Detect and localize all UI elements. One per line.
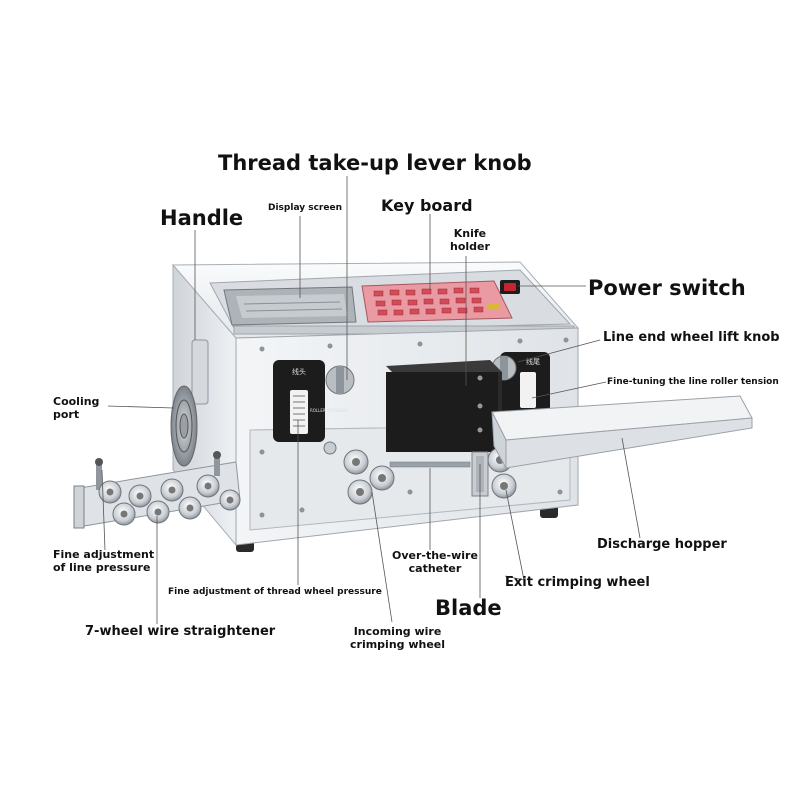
label-exit-crimping-wheel: Exit crimping wheel [505, 575, 650, 590]
label-line-end-wheel-lift-knob: Line end wheel lift knob [603, 330, 780, 345]
label-blade: Blade [435, 596, 502, 620]
wire-straightener [73, 451, 241, 529]
label-key-board: Key board [381, 196, 473, 215]
left-knob-panel: 线头 ROLLER PRESSURE [273, 360, 355, 442]
cooling-fan [170, 385, 198, 467]
right-knob-text: 线尾 [526, 357, 540, 366]
label-fine-adjust-line-pressure: Fine adjustment of line pressure [53, 548, 155, 574]
power-switch [500, 280, 520, 294]
label-incoming-crimping-wheel: Incoming wire crimping wheel [350, 625, 446, 651]
label-fine-tuning-roller-tension: Fine-tuning the line roller tension [607, 377, 779, 387]
display-screen [223, 286, 357, 326]
handle [191, 339, 209, 405]
label-thread-lever-knob: Thread take-up lever knob [218, 151, 532, 175]
incoming-crimping-wheels [323, 441, 395, 505]
leader-lines [101, 176, 641, 624]
roller-pressure-text: ROLLER PRESSURE [310, 408, 348, 413]
left-knob-text: 线头 [292, 367, 306, 376]
label-fine-adjust-thread-wheel: Fine adjustment of thread wheel pressure [168, 587, 382, 597]
wire-catheter [389, 461, 471, 468]
label-knife-holder: Knife holder [450, 227, 490, 253]
label-display-screen: Display screen [268, 203, 342, 213]
knife-holder-block [386, 360, 502, 452]
label-cooling-port: Cooling port [53, 395, 100, 421]
label-handle: Handle [160, 206, 244, 230]
label-over-wire-catheter: Over-the-wire catheter [392, 549, 478, 575]
discharge-hopper [491, 395, 753, 469]
label-7-wheel-straightener: 7-wheel wire straightener [85, 624, 276, 639]
label-power-switch: Power switch [588, 276, 746, 300]
label-discharge-hopper: Discharge hopper [597, 537, 727, 552]
keyboard [361, 280, 513, 323]
